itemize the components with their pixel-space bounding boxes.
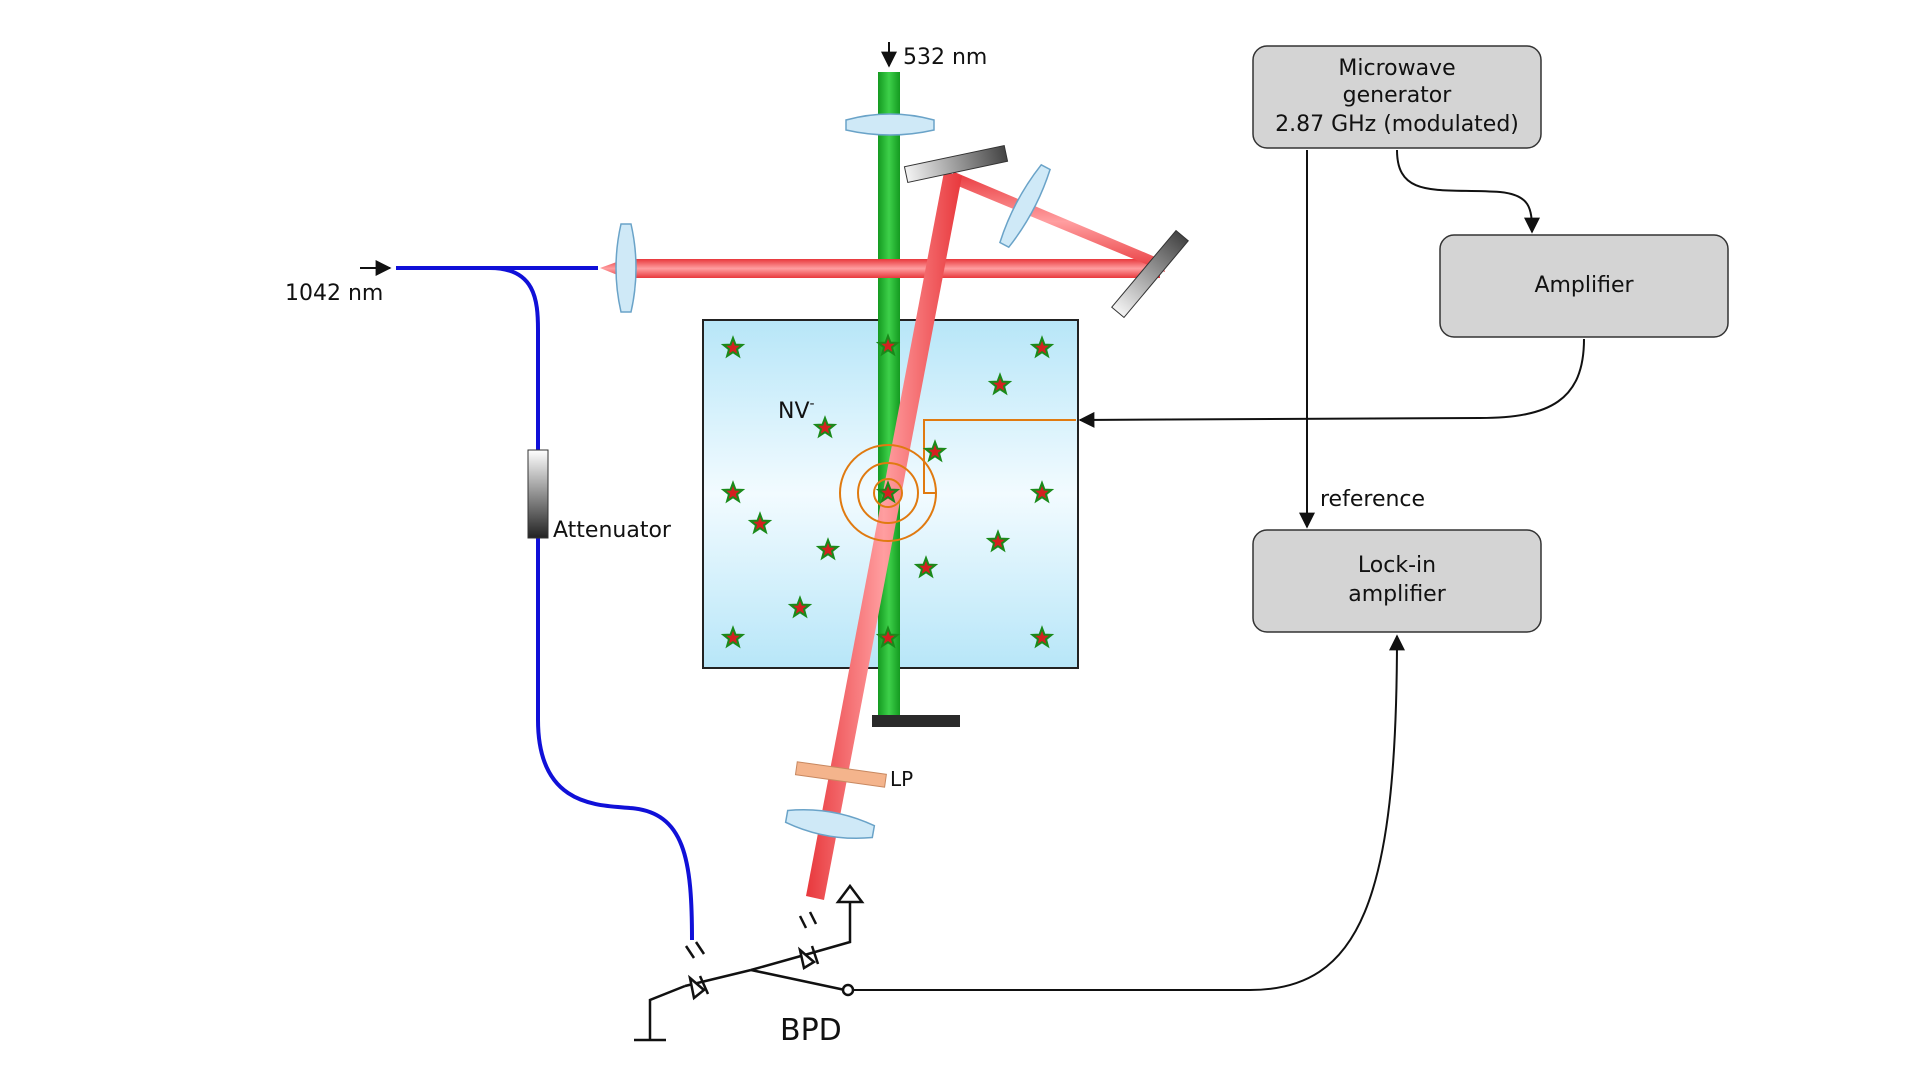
bpd-label: BPD bbox=[780, 1013, 842, 1048]
mirror-top bbox=[903, 144, 1009, 184]
svg-text:generator: generator bbox=[1343, 83, 1453, 108]
lockin-amplifier-box: Lock-in amplifier bbox=[1252, 529, 1542, 633]
microwave-coil bbox=[839, 419, 1076, 542]
nv-center-star bbox=[1029, 625, 1055, 649]
svg-text:amplifier: amplifier bbox=[1348, 582, 1446, 607]
svg-text:Amplifier: Amplifier bbox=[1534, 273, 1634, 298]
nv-center-star bbox=[922, 439, 948, 463]
lens-diagonal bbox=[999, 163, 1051, 249]
long-pass-filter bbox=[794, 761, 887, 788]
nv-center-star bbox=[1029, 480, 1055, 504]
mirror-right bbox=[1111, 229, 1189, 319]
lens-detector bbox=[784, 808, 876, 840]
attenuator-element bbox=[527, 449, 549, 539]
lens-green bbox=[845, 113, 935, 136]
microwave-generator-box: Microwave generator 2.87 GHz (modulated) bbox=[1252, 45, 1542, 149]
laser-ir-label: 1042 nm bbox=[285, 260, 392, 306]
signal-connections bbox=[848, 149, 1585, 991]
svg-text:1042 nm: 1042 nm bbox=[285, 281, 383, 306]
red-beam-down bbox=[806, 172, 962, 900]
red-beam-horizontal bbox=[600, 259, 1160, 278]
nv-center-star bbox=[720, 625, 746, 649]
nv-center-star bbox=[875, 625, 901, 649]
nv-center-star bbox=[720, 335, 746, 359]
nv-center-star bbox=[875, 333, 901, 357]
attenuator-label: Attenuator bbox=[553, 518, 672, 543]
green-beam bbox=[878, 72, 900, 717]
nv-center-star bbox=[812, 415, 838, 439]
svg-text:532 nm: 532 nm bbox=[903, 45, 987, 70]
nv-center-star bbox=[1029, 335, 1055, 359]
bpd-circuit bbox=[634, 883, 865, 1042]
reference-label: reference bbox=[1320, 487, 1425, 512]
red-beam-diagonal bbox=[952, 171, 1165, 272]
svg-text:2.87 GHz (modulated): 2.87 GHz (modulated) bbox=[1275, 112, 1519, 137]
svg-text:Microwave: Microwave bbox=[1338, 56, 1455, 81]
lp-label: LP bbox=[890, 767, 913, 791]
amplifier-box: Amplifier bbox=[1439, 234, 1729, 338]
nv-center-star bbox=[720, 480, 746, 504]
nv-center-star bbox=[815, 537, 841, 561]
lens-ir-input bbox=[615, 223, 637, 313]
nv-center-star bbox=[987, 372, 1013, 396]
beam-dump bbox=[872, 715, 960, 727]
fiber bbox=[396, 266, 694, 941]
laser-green-label: 532 nm bbox=[881, 42, 987, 70]
nv-center-star bbox=[747, 511, 773, 535]
nv-label: NV- bbox=[778, 396, 815, 424]
nv-centers bbox=[720, 333, 1055, 649]
svg-text:Lock-in: Lock-in bbox=[1358, 553, 1436, 578]
nv-center-star bbox=[875, 480, 901, 504]
nv-center-star bbox=[985, 529, 1011, 553]
nv-center-star bbox=[787, 595, 813, 619]
nv-center-star bbox=[913, 555, 939, 579]
